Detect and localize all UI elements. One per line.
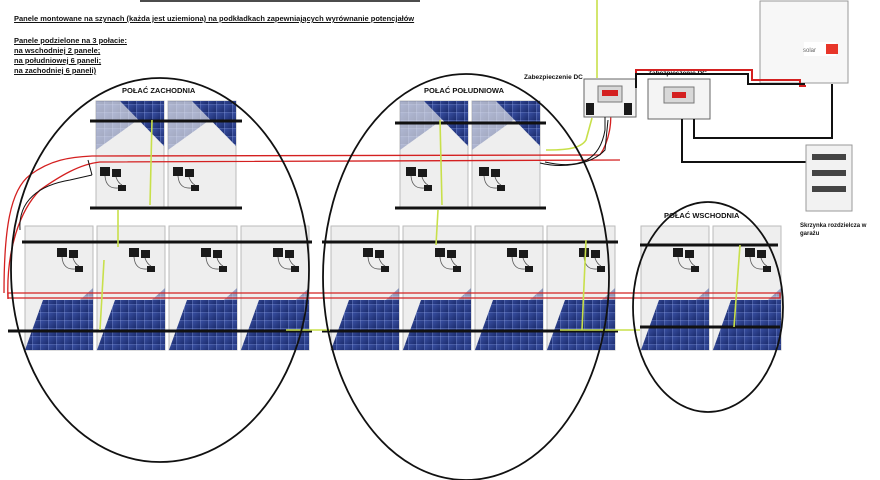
note-line-west: na zachodniej 6 paneli) [14, 66, 97, 75]
inverter-brand: solar [803, 48, 816, 54]
panel [402, 225, 472, 351]
south-roof-oval [322, 73, 610, 480]
dc-protection-label-1: Zabezpieczenie DC [524, 74, 583, 81]
panel [24, 225, 94, 351]
terminal-icon [624, 103, 632, 115]
ground-cable [99, 0, 741, 331]
panel [167, 100, 237, 210]
distribution-box-label-line2: garażu [800, 231, 820, 237]
dc-cables [544, 69, 833, 166]
west-roof-label: POŁAĆ ZACHODNIA [122, 86, 196, 95]
mounting-rails [8, 119, 780, 333]
distribution-box-label-line1: Skrzynka rozdzielcza w [800, 223, 867, 229]
south-roof-label: POŁAĆ POŁUDNIOWA [424, 86, 505, 95]
note-line-south: na południowej 6 paneli; [14, 56, 102, 65]
east-roof-label: POŁAĆ WSCHODNIA [664, 211, 740, 220]
panel [474, 225, 544, 351]
west-roof-oval [10, 77, 310, 463]
inverter: solar [759, 0, 849, 84]
east-roof-oval [632, 201, 784, 413]
panel [330, 225, 400, 351]
panel [95, 100, 165, 210]
brand-logo-icon [826, 44, 838, 54]
signal-cable [19, 159, 93, 231]
panel-row-lower [24, 225, 782, 351]
dc-protection-box-2 [647, 78, 711, 120]
distribution-box-label: Skrzynka rozdzielcza w garażu [800, 223, 868, 237]
distribution-box [805, 144, 853, 212]
terminal-icon [586, 103, 594, 115]
split-title: Panele podzielone na 3 połacie: [14, 36, 127, 45]
panel [712, 225, 782, 351]
note-line-east: na wschodniej 2 panele; [14, 46, 101, 55]
panel [168, 225, 238, 351]
header-note: Panele montowane na szynach (każda jest … [14, 14, 415, 23]
panel [640, 225, 710, 351]
panel-group-west-upper [95, 100, 237, 210]
roof-ovals [10, 73, 784, 480]
panel [96, 225, 166, 351]
dc-protection-box-1 [583, 78, 637, 118]
